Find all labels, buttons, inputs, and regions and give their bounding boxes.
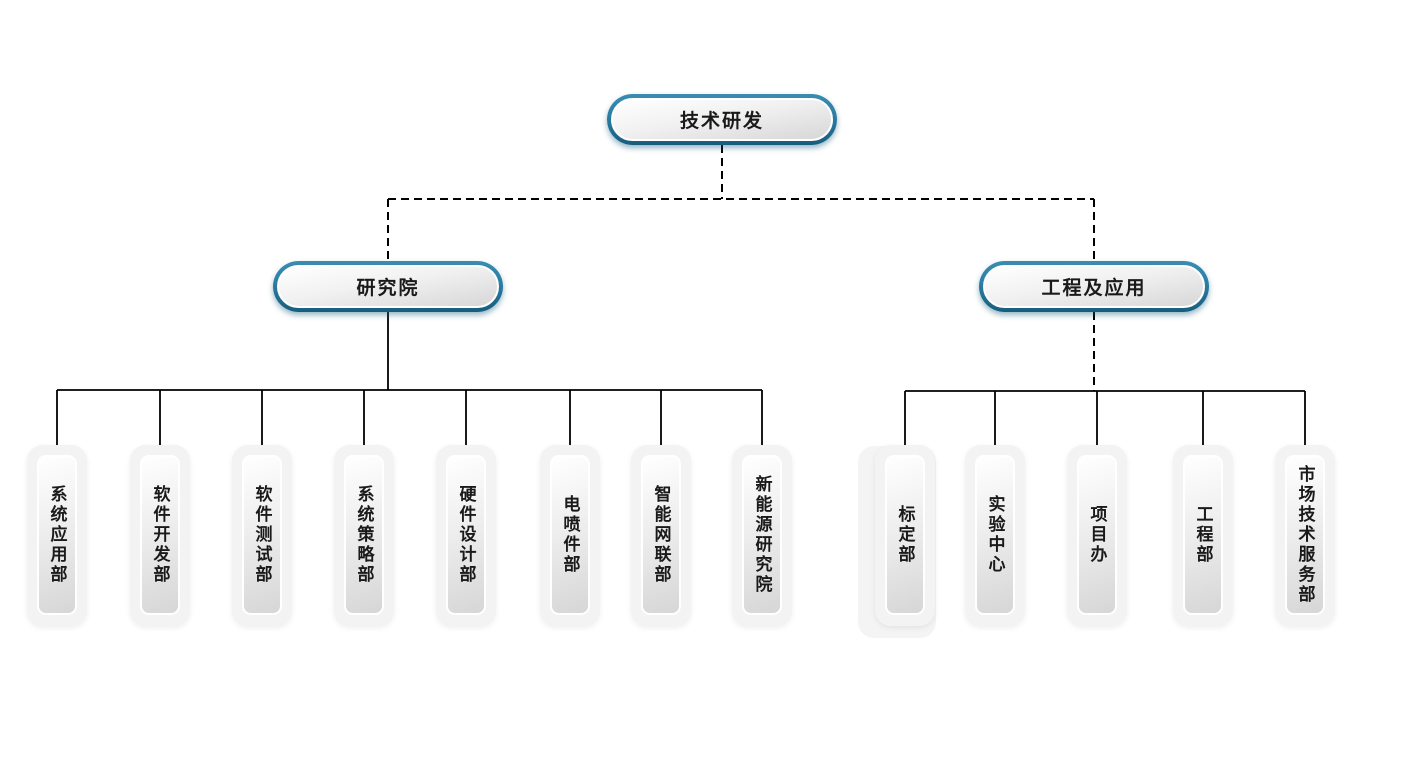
dept-box-face: 系统策略部 (344, 455, 384, 615)
node-research-institute-face: 研究院 (277, 265, 499, 308)
dept-box-software-development: 软件开发部 (130, 445, 190, 626)
dept-box-system-strategy: 系统策略部 (334, 445, 394, 626)
dept-box-intelligent-connectivity: 智能网联部 (631, 445, 691, 626)
dept-label: 硬件设计部 (456, 485, 476, 585)
dept-box-face: 软件测试部 (242, 455, 282, 615)
dept-box-face: 智能网联部 (641, 455, 681, 615)
dept-box-face: 软件开发部 (140, 455, 180, 615)
dept-box-face: 市场技术服务部 (1285, 455, 1325, 615)
dept-label: 系统策略部 (354, 485, 374, 585)
dept-box-market-tech-service: 市场技术服务部 (1275, 445, 1335, 626)
dept-box-face: 硬件设计部 (446, 455, 486, 615)
dept-label: 工程部 (1193, 505, 1213, 565)
dept-box-hardware-design: 硬件设计部 (436, 445, 496, 626)
dept-box-software-testing: 软件测试部 (232, 445, 292, 626)
dept-box-efi-components: 电喷件部 (540, 445, 600, 626)
dept-label: 系统应用部 (47, 485, 67, 585)
dept-label: 智能网联部 (651, 485, 671, 585)
dept-box-calibration: 标定部 (858, 445, 936, 638)
dept-box-engineering: 工程部 (1173, 445, 1233, 626)
node-tech-rd: 技术研发 (607, 94, 837, 145)
dept-label: 软件测试部 (252, 485, 272, 585)
dept-box-system-application: 系统应用部 (27, 445, 87, 626)
node-research-institute-label: 研究院 (356, 278, 420, 299)
dept-box-laboratory-center: 实验中心 (965, 445, 1025, 626)
dept-box-face: 系统应用部 (37, 455, 77, 615)
dept-box-project-office: 项目办 (1067, 445, 1127, 626)
dept-label: 市场技术服务部 (1295, 465, 1315, 605)
node-research-institute: 研究院 (273, 261, 503, 312)
dept-label: 软件开发部 (150, 485, 170, 585)
node-engineering-application-label: 工程及应用 (1041, 278, 1147, 299)
dept-box-face: 新能源研究院 (742, 455, 782, 615)
dept-label: 实验中心 (985, 495, 1005, 575)
dept-box-face: 工程部 (1183, 455, 1223, 615)
node-tech-rd-face: 技术研发 (611, 98, 833, 141)
dept-label: 新能源研究院 (752, 475, 772, 595)
dept-label: 项目办 (1087, 505, 1107, 565)
dept-box-face: 电喷件部 (550, 455, 590, 615)
dept-label: 标定部 (895, 505, 915, 565)
dept-box-new-energy-research: 新能源研究院 (732, 445, 792, 626)
dept-box-face: 标定部 (885, 455, 925, 615)
node-tech-rd-label: 技术研发 (679, 111, 764, 132)
dept-label: 电喷件部 (560, 495, 580, 575)
dept-box-face: 项目办 (1077, 455, 1117, 615)
node-engineering-application-face: 工程及应用 (983, 265, 1205, 308)
node-engineering-application: 工程及应用 (979, 261, 1209, 312)
dept-box-face: 实验中心 (975, 455, 1015, 615)
